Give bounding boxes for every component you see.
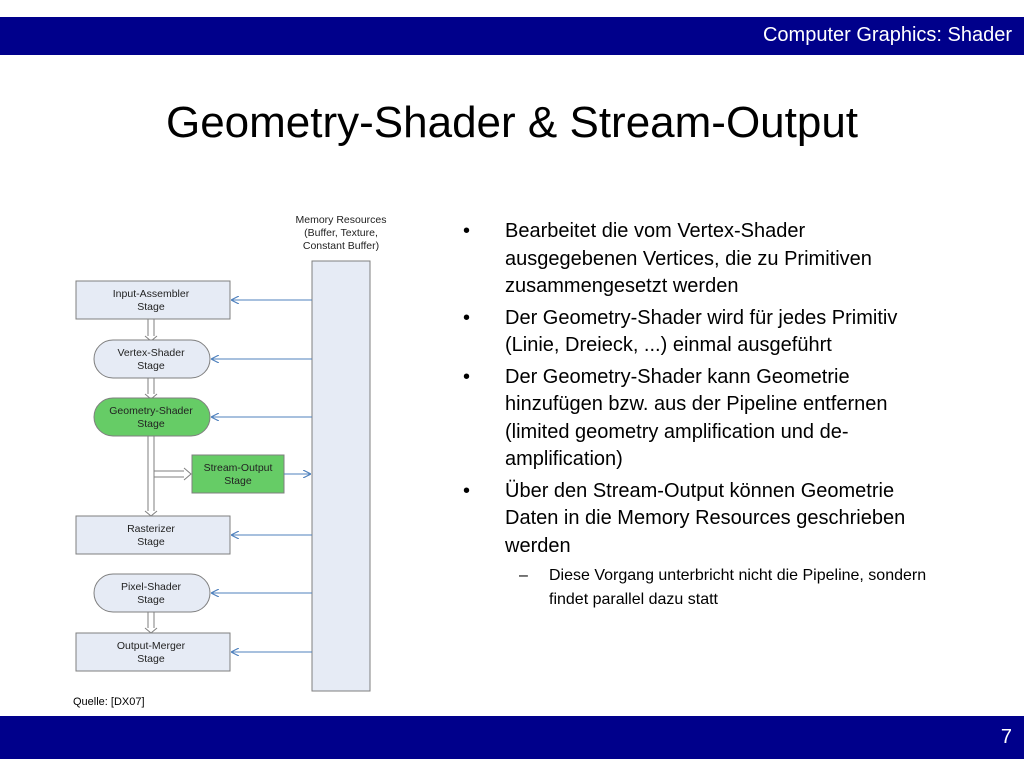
bullet-text: Der Geometry-Shader wird für jedes Primi… (505, 306, 898, 357)
bullet-item: • Der Geometry-Shader wird für jedes Pri… (463, 305, 933, 360)
page-number: 7 (1000, 726, 1012, 748)
bullet-item: • Der Geometry-Shader kann Geometrie hin… (463, 364, 933, 474)
sub-bullet-item: – Diese Vorgang unterbricht nicht die Pi… (463, 564, 933, 612)
bullet-list: • Bearbeitet die vom Vertex-Shader ausge… (463, 218, 933, 612)
bullet-marker: • (463, 479, 471, 502)
memory-arrows (212, 300, 312, 652)
stream-output-branch (154, 467, 192, 481)
pipeline-arrow (144, 436, 158, 517)
bullet-marker: • (463, 220, 471, 242)
sub-bullet-marker: – (519, 567, 528, 584)
memory-resources-label: Memory Resources(Buffer, Texture,Constan… (295, 214, 386, 252)
pipeline-arrow (144, 378, 158, 400)
source-citation: Quelle: [DX07] (73, 696, 145, 708)
pipeline-arrow (144, 612, 158, 634)
bullet-text: Bearbeitet die vom Vertex-Shader ausgege… (505, 220, 872, 297)
bullet-marker: • (463, 365, 471, 388)
bullet-item: • Über den Stream-Output können Geometri… (463, 478, 933, 561)
pipeline-connectors (144, 319, 192, 634)
memory-resources-column (311, 260, 371, 692)
bullet-text: Der Geometry-Shader kann Geometrie hinzu… (505, 365, 888, 471)
course-title: Computer Graphics: Shader (762, 24, 1012, 46)
slide-title: Geometry-Shader & Stream-Output (165, 98, 859, 147)
footer-bar: 7 (0, 716, 1024, 759)
sub-bullet-text: Diese Vorgang unterbricht nicht die Pipe… (549, 567, 927, 608)
pipeline-diagram-svg: Memory Resources(Buffer, Texture,Constan… (75, 214, 387, 692)
bullet-marker: • (463, 306, 471, 329)
bullet-item: • Bearbeitet die vom Vertex-Shader ausge… (463, 218, 933, 301)
header-bar: Computer Graphics: Shader (0, 17, 1024, 55)
bullet-text: Über den Stream-Output können Geometrie … (505, 479, 906, 557)
pipeline-arrow (144, 319, 158, 342)
pipeline-diagram: Memory Resources(Buffer, Texture,Constan… (60, 205, 420, 700)
